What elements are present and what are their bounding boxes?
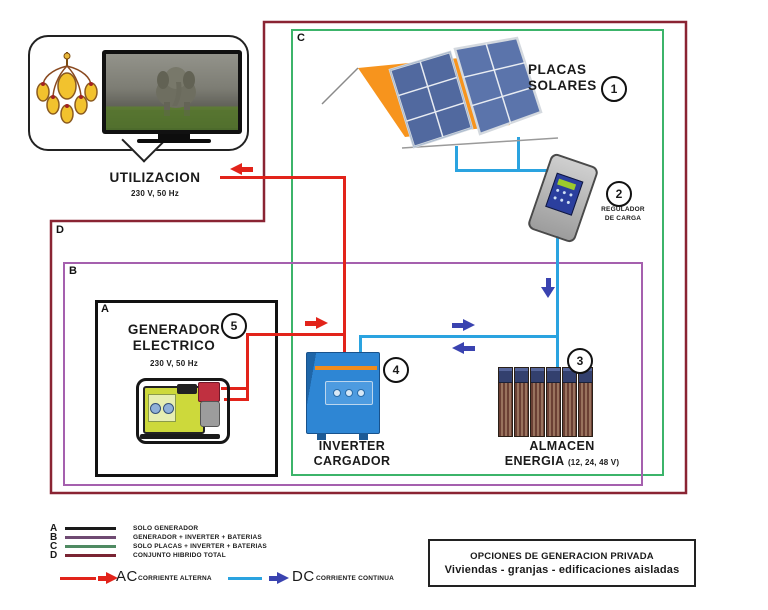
- legend-line-c: [65, 545, 116, 548]
- regulador-label-line2: DE CARGA: [604, 215, 642, 222]
- ac-arrow-to-utilizacion: [230, 163, 253, 175]
- regulador-label: REGULADOR DE CARGA: [592, 205, 654, 223]
- chandelier-icon: [36, 52, 98, 124]
- marker-1-placas: 1: [601, 76, 627, 102]
- tv-stand: [158, 134, 190, 140]
- dc-wire-inverter-battery: [359, 335, 559, 338]
- solar-panels-image: [321, 36, 559, 149]
- almacen-label: ALMACEN ENERGIA (12, 24, 48 V): [478, 439, 646, 470]
- legend-row-b: B GENERADOR + INVERTER + BATERIAS: [50, 532, 262, 543]
- dc-arrow-down: [541, 278, 555, 298]
- marker-5-generador: 5: [221, 313, 247, 339]
- marker-3-almacen: 3: [567, 348, 593, 374]
- inverter-label-line1: INVERTER: [318, 439, 386, 453]
- legend-label-c: SOLO PLACAS + INVERTER + BATERIAS: [133, 543, 267, 550]
- options-box-subtitle: Viviendas - granjas - edificaciones aisl…: [444, 563, 680, 576]
- zone-b-label: B: [69, 265, 77, 277]
- legend-ac-arrow: [98, 572, 118, 584]
- legend-ac-line: [60, 577, 96, 580]
- ac-wire-generator-stub-bottom: [224, 398, 249, 401]
- placas-label-line2: SOLARES: [528, 78, 597, 93]
- legend-line-d: [65, 554, 116, 557]
- generador-label: GENERADOR ELECTRICO 230 V, 50 Hz: [110, 322, 238, 372]
- marker-2-regulador: 2: [606, 181, 632, 207]
- legend-line-a: [65, 527, 116, 530]
- inverter-panel: [325, 381, 373, 405]
- almacen-label-line1: ALMACEN: [529, 439, 595, 453]
- zone-a-box: [95, 300, 278, 477]
- elephant-image: [106, 67, 238, 128]
- dc-wire-panel-right: [517, 137, 520, 172]
- inverter-label-line2: CARGADOR: [313, 454, 391, 468]
- utilizacion-spec: 230 V, 50 Hz: [131, 189, 179, 198]
- inverter-image: [306, 352, 380, 440]
- utilizacion-label-text: UTILIZACION: [109, 170, 201, 185]
- legend-ac-abbr: AC: [116, 568, 138, 585]
- placas-label: PLACAS SOLARES: [528, 62, 598, 94]
- almacen-label-line2: ENERGIA (12, 24, 48 V): [478, 454, 646, 470]
- ac-wire-junction: [246, 333, 346, 336]
- ac-wire-utilizacion: [220, 176, 346, 179]
- tv-screen: [106, 54, 238, 130]
- almacen-label-energia: ENERGIA: [504, 454, 565, 468]
- legend-row-d: D CONJUNTO HIBRIDO TOTAL: [50, 550, 226, 561]
- ac-wire-generator-vertical: [246, 334, 249, 401]
- options-box-title: OPCIONES DE GENERACION PRIVADA: [470, 550, 654, 562]
- options-box: OPCIONES DE GENERACION PRIVADA Viviendas…: [428, 539, 696, 587]
- regulator-lcd: [557, 178, 577, 191]
- legend-label-a: SOLO GENERADOR: [133, 525, 199, 532]
- zone-c-box: [291, 29, 664, 476]
- placas-label-line1: PLACAS: [528, 62, 587, 77]
- zone-a-label: A: [101, 303, 109, 315]
- dc-arrow-left: [452, 342, 475, 354]
- dc-wire-panel-horizontal: [455, 169, 557, 172]
- legend-key-c: C: [50, 541, 58, 552]
- legend-dc-abbr: DC: [292, 568, 315, 585]
- legend-dc-arrow: [269, 572, 289, 584]
- almacen-spec: (12, 24, 48 V): [567, 458, 620, 467]
- legend-label-d: CONJUNTO HIBRIDO TOTAL: [133, 552, 226, 559]
- regulador-label-line1: REGULADOR: [601, 206, 645, 213]
- legend-key-a: A: [50, 523, 58, 534]
- marker-4-inverter: 4: [383, 357, 409, 383]
- legend-dc-label: CORRIENTE CONTINUA: [316, 575, 394, 582]
- zone-d-label: D: [56, 224, 64, 236]
- dc-wire-panel-left: [455, 146, 458, 172]
- utilizacion-label: UTILIZACION 230 V, 50 Hz: [95, 170, 215, 202]
- legend-row-a: A SOLO GENERADOR: [50, 523, 199, 534]
- legend-line-b: [65, 536, 116, 539]
- legend-label-b: GENERADOR + INVERTER + BATERIAS: [133, 534, 262, 541]
- tv-base: [137, 139, 211, 143]
- generador-spec: 230 V, 50 Hz: [150, 359, 198, 368]
- ac-wire-generator-stub-top: [221, 387, 248, 390]
- generador-label-line1: GENERADOR: [127, 322, 221, 337]
- tv-icon: [102, 50, 242, 134]
- zone-b-box: [63, 262, 643, 486]
- inverter-stripe: [315, 366, 377, 370]
- dc-wire-regulator-battery: [556, 236, 559, 371]
- ac-arrow-junction: [305, 317, 328, 329]
- inverter-label: INVERTER CARGADOR: [292, 439, 412, 469]
- legend-ac-label: CORRIENTE ALTERNA: [138, 575, 212, 582]
- legend-dc-line: [228, 577, 262, 580]
- battery-bank-image: [498, 367, 593, 437]
- dc-wire-inverter-drop: [359, 335, 362, 353]
- legend-key-b: B: [50, 532, 58, 543]
- dc-arrow-right: [452, 319, 475, 331]
- ac-wire-vertical: [343, 176, 346, 354]
- legend-key-d: D: [50, 550, 58, 561]
- generador-label-line2: ELECTRICO: [132, 338, 216, 353]
- regulator-screen: [545, 172, 584, 216]
- zone-c-label: C: [297, 32, 305, 44]
- generator-image: [136, 374, 230, 444]
- legend-row-c: C SOLO PLACAS + INVERTER + BATERIAS: [50, 541, 267, 552]
